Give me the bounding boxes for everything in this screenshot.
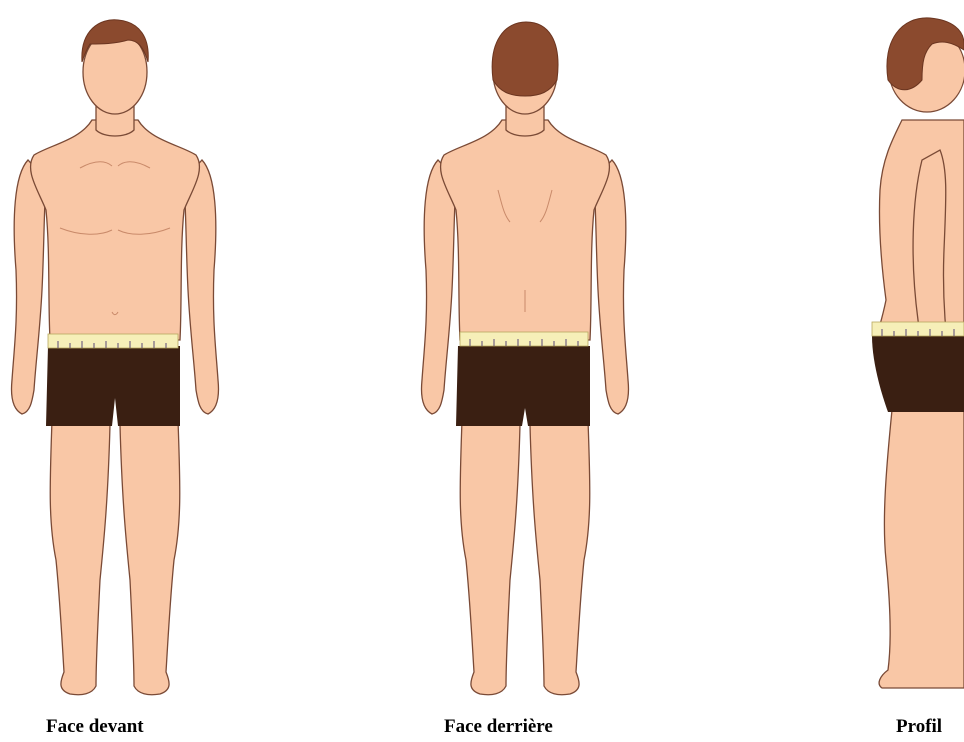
body-back-illustration	[410, 0, 640, 710]
body-front-illustration	[0, 0, 230, 710]
figure-front	[0, 0, 230, 710]
figure-back	[410, 0, 640, 710]
figure-profile	[852, 0, 964, 710]
body-profile-illustration	[852, 0, 964, 710]
caption-profile: Profil	[896, 716, 942, 738]
caption-back: Face derrière	[444, 716, 553, 738]
caption-front: Face devant	[46, 716, 144, 738]
